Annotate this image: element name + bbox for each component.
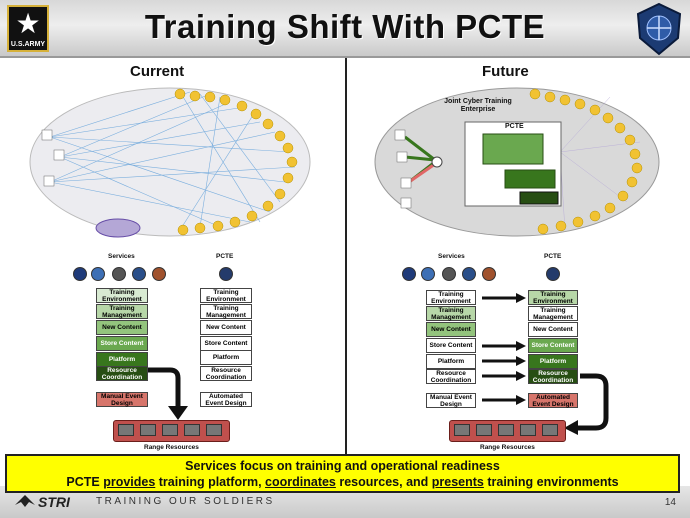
- banner-line-1: Services focus on training and operation…: [185, 459, 500, 473]
- service-emblem-icon: [462, 267, 476, 281]
- current-pcte-box: Platform: [200, 350, 252, 365]
- future-network-diagram: [374, 87, 660, 237]
- range-resource-icon: [206, 424, 222, 436]
- future-service-box: Store Content: [426, 338, 476, 353]
- current-pcte-box: New Content: [200, 320, 252, 335]
- future-pcte-box: Training Environment: [528, 290, 578, 305]
- future-service-box: Training Environment: [426, 290, 476, 305]
- stri-logo: STRI: [38, 494, 70, 510]
- future-pcte-box: Platform: [528, 354, 578, 369]
- service-emblem-icon: [73, 267, 87, 281]
- future-pcte-label: PCTE: [544, 253, 562, 260]
- service-emblem-icon: [402, 267, 416, 281]
- future-transfer-arrows: [482, 293, 526, 405]
- future-service-box: Training Management: [426, 306, 476, 321]
- current-range-label: Range Resources: [144, 444, 199, 451]
- current-service-box: Platform: [96, 352, 148, 367]
- range-resource-icon: [520, 424, 536, 436]
- slide-title: Training Shift With PCTE: [144, 8, 546, 45]
- service-emblem-icon: [442, 267, 456, 281]
- future-pcte-box: Training Management: [528, 306, 578, 321]
- service-emblem-icon: [91, 267, 105, 281]
- future-services-label: Services: [438, 253, 465, 260]
- future-arrow-icon: [564, 373, 609, 435]
- column-divider: [345, 58, 347, 454]
- footer-tagline: TRAINING OUR SOLDIERS: [96, 496, 275, 507]
- future-service-box: New Content: [426, 322, 476, 337]
- range-resource-icon: [118, 424, 134, 436]
- current-range-resources: [113, 420, 230, 442]
- current-services-label: Services: [108, 253, 135, 260]
- header-bar: [0, 0, 690, 58]
- pcte-emblem-icon: [219, 267, 233, 281]
- range-resource-icon: [498, 424, 514, 436]
- range-resource-icon: [162, 424, 178, 436]
- current-service-box: Training Environment: [96, 288, 148, 303]
- joint-cyber-training-enterprise-label: Joint Cyber Training Enterprise: [444, 98, 512, 113]
- current-network-diagram: [29, 87, 311, 238]
- service-emblem-icon: [152, 267, 166, 281]
- service-emblem-icon: [112, 267, 126, 281]
- current-service-box: Resource Coordination: [96, 366, 148, 381]
- summary-banner: Services focus on training and operation…: [5, 454, 680, 493]
- future-range-label: Range Resources: [480, 444, 535, 451]
- current-pcte-box: Training Management: [200, 304, 252, 319]
- current-service-box: New Content: [96, 320, 148, 335]
- range-resource-icon: [140, 424, 156, 436]
- future-heading: Future: [482, 63, 529, 80]
- future-pcte-box: Resource Coordination: [528, 369, 578, 384]
- future-pcte-box: Store Content: [528, 338, 578, 353]
- pcte-emblem-icon: [546, 267, 560, 281]
- stri-eagle-icon: [15, 495, 35, 507]
- future-service-box: Resource Coordination: [426, 369, 476, 384]
- current-service-box: Store Content: [96, 336, 148, 351]
- service-emblem-icon: [421, 267, 435, 281]
- current-pcte-box: Store Content: [200, 336, 252, 351]
- future-pcte-inner-label: PCTE: [505, 123, 524, 130]
- current-pcte-box: Training Environment: [200, 288, 252, 303]
- range-resource-icon: [542, 424, 558, 436]
- range-resource-icon: [184, 424, 200, 436]
- current-service-box: Training Management: [96, 304, 148, 319]
- page-number: 14: [664, 497, 676, 508]
- service-emblem-icon: [482, 267, 496, 281]
- current-pcte-box: Resource Coordination: [200, 366, 252, 381]
- army-star-icon: ★: [15, 8, 41, 39]
- future-pcte-box: Automated Event Design: [528, 393, 578, 408]
- current-service-box: Manual Event Design: [96, 392, 148, 407]
- range-resource-icon: [476, 424, 492, 436]
- cyber-command-emblem-icon: [636, 2, 682, 56]
- current-arrow-icon: [148, 367, 188, 420]
- future-pcte-box: New Content: [528, 322, 578, 337]
- us-army-logo: ★ U.S.ARMY: [7, 5, 49, 52]
- range-resource-icon: [454, 424, 470, 436]
- current-pcte-label: PCTE: [216, 253, 234, 260]
- service-emblem-icon: [132, 267, 146, 281]
- current-pcte-box: Automated Event Design: [200, 392, 252, 407]
- future-range-resources: [449, 420, 566, 442]
- banner-line-2: PCTE provides training platform, coordin…: [66, 475, 619, 489]
- future-service-box: Manual Event Design: [426, 393, 476, 408]
- current-heading: Current: [130, 63, 185, 80]
- future-service-box: Platform: [426, 354, 476, 369]
